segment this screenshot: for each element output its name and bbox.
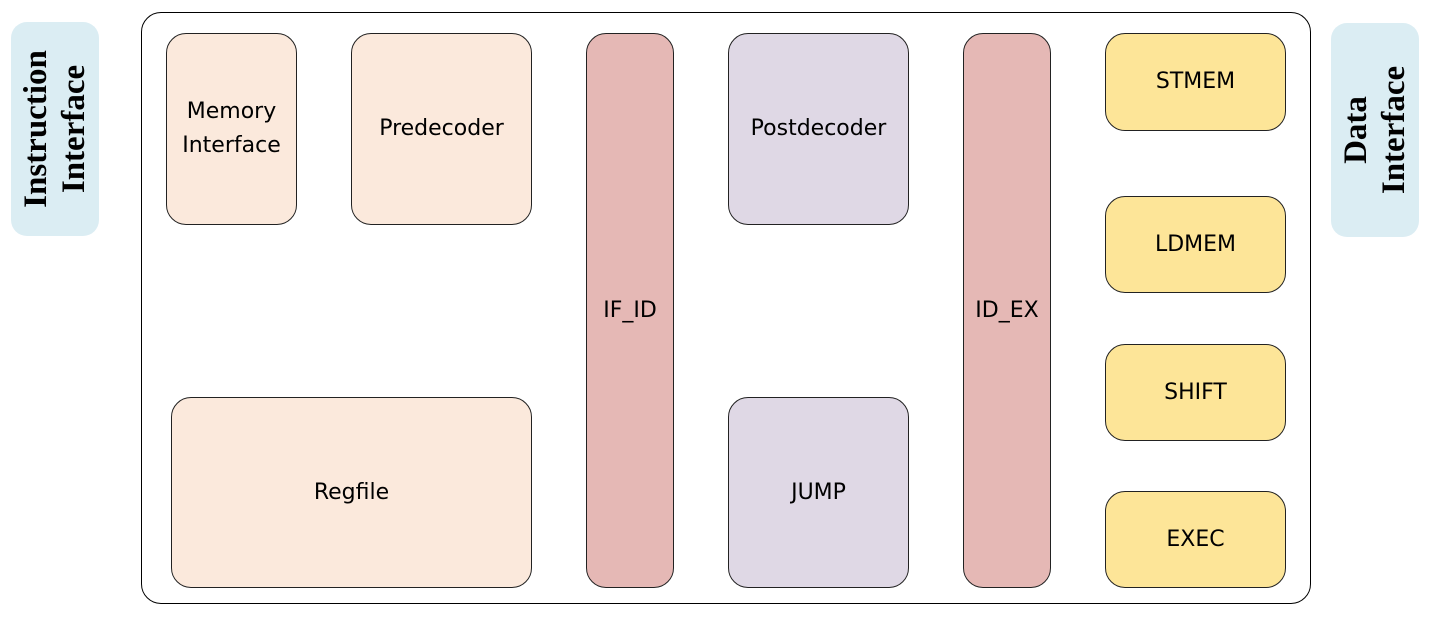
- predecoder-block: Predecoder: [351, 33, 532, 225]
- if-id-register: IF_ID: [586, 33, 674, 588]
- instruction-interface-label: Instruction Interface: [18, 50, 92, 208]
- data-interface-label: Data Interface: [1338, 65, 1412, 195]
- memory-interface-block: Memory Interface: [166, 33, 297, 225]
- id-ex-register: ID_EX: [963, 33, 1051, 588]
- regfile-block: Regfile: [171, 397, 532, 588]
- shift-block: SHIFT: [1105, 344, 1286, 441]
- instruction-interface: Instruction Interface: [11, 22, 99, 236]
- exec-block: EXEC: [1105, 491, 1286, 588]
- stmem-block: STMEM: [1105, 33, 1286, 131]
- jump-block: JUMP: [728, 397, 909, 588]
- ldmem-block: LDMEM: [1105, 196, 1286, 293]
- postdecoder-block: Postdecoder: [728, 33, 909, 225]
- data-interface: Data Interface: [1331, 23, 1419, 237]
